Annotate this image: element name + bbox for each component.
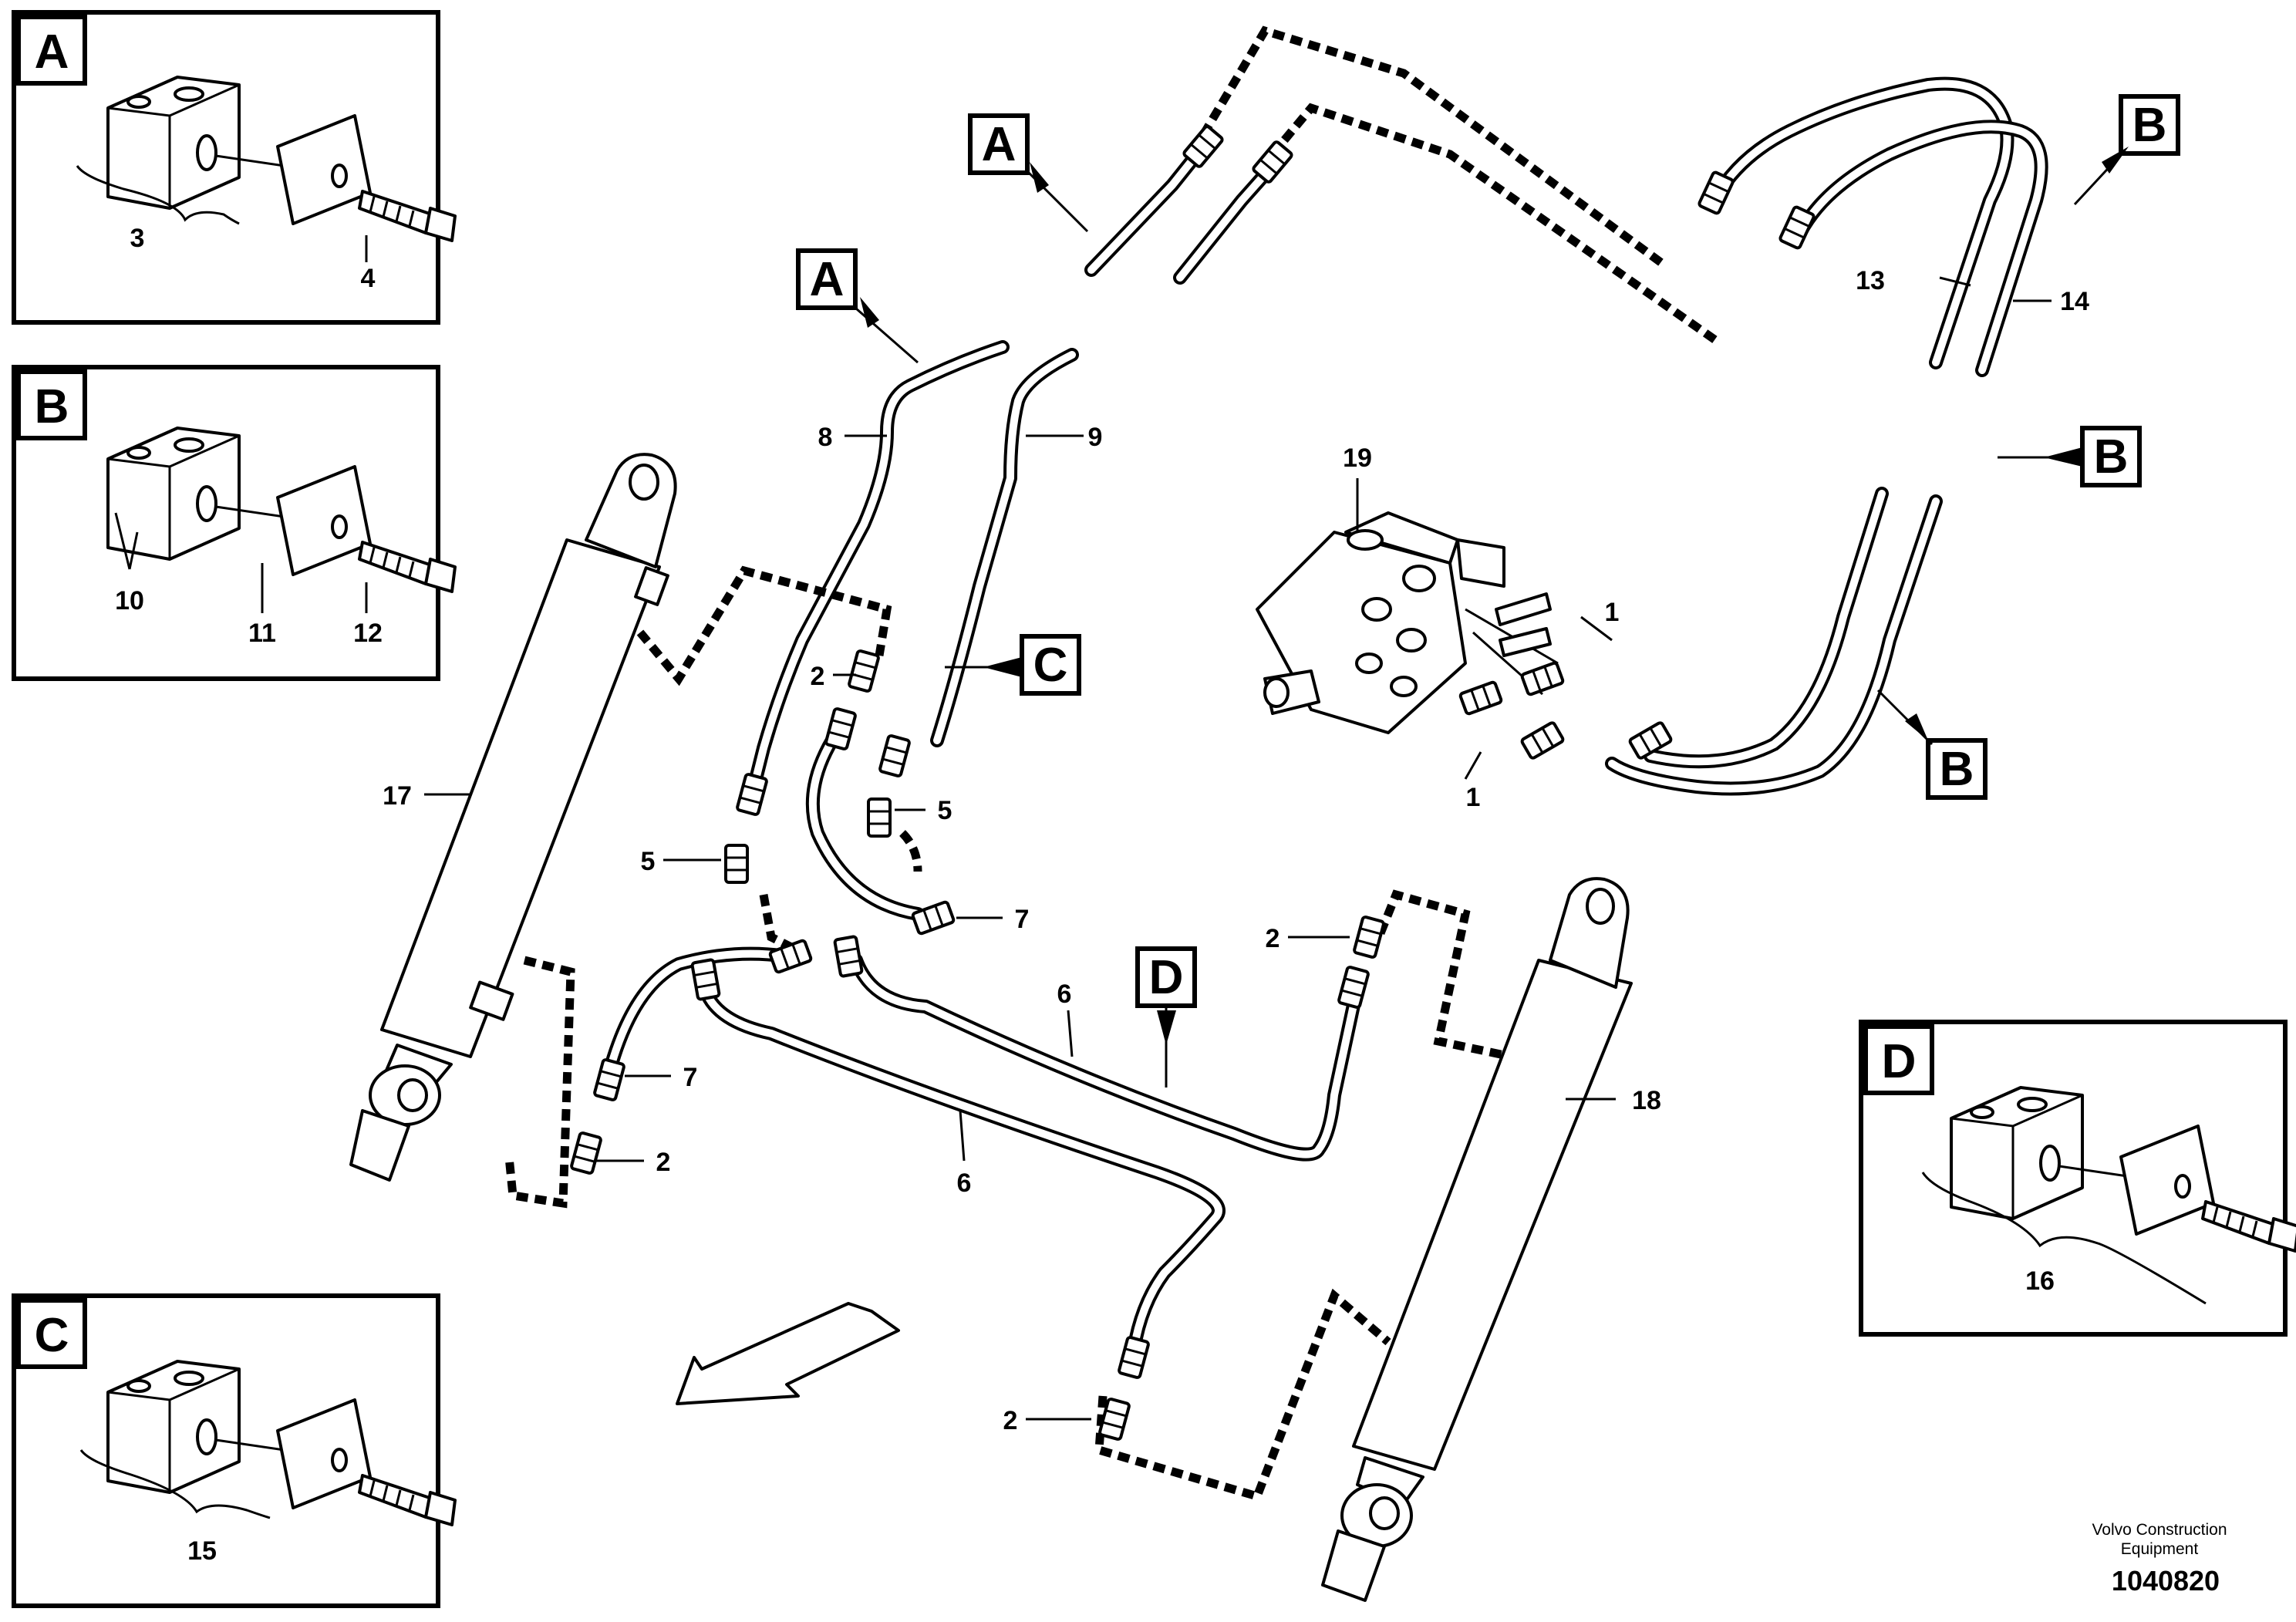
part-label-11: 11 — [248, 619, 276, 648]
svg-text:A: A — [810, 253, 845, 306]
part-leaders — [424, 276, 2052, 1421]
company-name-line1: Volvo Construction — [2092, 1521, 2227, 1539]
part-label-14: 14 — [2060, 287, 2089, 316]
hose-routing — [504, 25, 2048, 1502]
svg-text:D: D — [1149, 951, 1184, 1004]
detail-box-c: C 15 — [12, 1293, 457, 1608]
company-name-line2: Equipment — [2121, 1540, 2199, 1558]
part-label-13: 13 — [1856, 266, 1885, 295]
part-label-1-upper: 1 — [1605, 598, 1620, 627]
callout-b-top: B — [2073, 96, 2178, 206]
detail-b-letter: B — [35, 380, 69, 433]
control-valve-19 — [1256, 511, 1566, 734]
drawing-number: 1040820 — [2112, 1565, 2220, 1597]
svg-text:B: B — [1940, 743, 1974, 796]
detail-box-a: A 3 4 — [12, 10, 457, 325]
detail-box-d: D 16 — [1859, 1020, 2296, 1337]
part-label-1-lower: 1 — [1466, 783, 1481, 812]
svg-text:C: C — [1033, 639, 1068, 692]
part-label-10: 10 — [115, 586, 144, 615]
part-label-9: 9 — [1088, 423, 1103, 452]
callout-b-middle: B — [1998, 428, 2139, 485]
part-label-19: 19 — [1343, 443, 1372, 473]
part-label-8: 8 — [818, 423, 833, 452]
callout-d: D — [1138, 949, 1195, 1088]
callout-b-lower: B — [1876, 689, 1985, 798]
callout-a-upper: A — [970, 116, 1089, 233]
part-label-15: 15 — [187, 1536, 217, 1566]
part-label-2-right: 2 — [1266, 924, 1280, 953]
part-label-3: 3 — [130, 224, 145, 253]
part-label-17: 17 — [383, 781, 412, 811]
cylinder-18 — [1321, 877, 1633, 1602]
part-label-16: 16 — [2025, 1266, 2055, 1296]
part-label-18: 18 — [1632, 1086, 1661, 1115]
detail-box-b: B 10 11 12 — [12, 365, 457, 681]
part-label-12: 12 — [353, 619, 383, 648]
detail-d-letter: D — [1882, 1035, 1917, 1088]
svg-text:B: B — [2132, 99, 2167, 152]
part-label-2-left: 2 — [656, 1148, 671, 1177]
part-label-5-right: 5 — [938, 796, 952, 825]
svg-text:B: B — [2094, 430, 2129, 484]
cylinder-17 — [349, 453, 677, 1182]
part-label-7-left: 7 — [683, 1063, 698, 1092]
callout-a-lower: A — [798, 251, 919, 364]
detail-a-letter: A — [35, 25, 69, 79]
callout-c: C — [945, 636, 1079, 693]
svg-text:A: A — [982, 118, 1017, 171]
part-label-2-bottom: 2 — [1003, 1406, 1018, 1435]
forward-direction-arrow — [676, 1302, 900, 1405]
part-label-4: 4 — [361, 264, 376, 293]
detail-c-letter: C — [35, 1309, 69, 1362]
part-label-5-left: 5 — [641, 847, 656, 876]
part-label-7-right: 7 — [1015, 905, 1030, 934]
part-label-6-upper: 6 — [1057, 980, 1072, 1009]
part-label-2-c: 2 — [811, 662, 825, 691]
part-label-6-lower: 6 — [957, 1168, 972, 1198]
